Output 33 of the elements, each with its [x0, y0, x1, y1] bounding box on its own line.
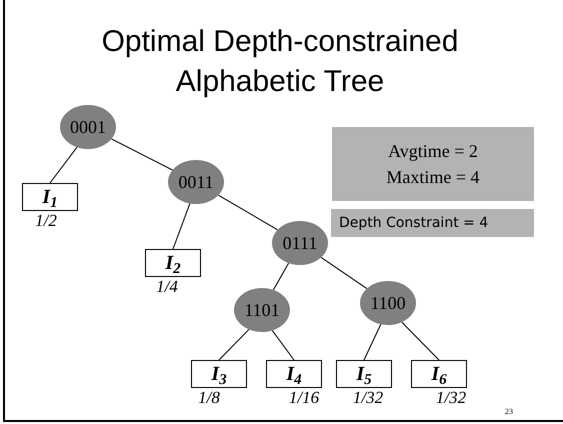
tree-edge: [272, 262, 290, 290]
probability-label: 1/32: [352, 389, 384, 406]
leaf-box: I$_{6}$: [411, 360, 467, 388]
tree-edge: [218, 194, 278, 230]
tree-node-ellipse: 1101: [234, 288, 290, 332]
probability-label: 1/4: [155, 278, 179, 295]
tree-edge: [172, 202, 190, 250]
leaf-box: I$_{1}$: [22, 183, 78, 211]
leaf-box: I$_{5}$: [336, 360, 392, 388]
leaf-box: I$_{3}$: [191, 360, 247, 388]
tree-node-ellipse: 0011: [168, 160, 224, 204]
tree-edge: [50, 146, 78, 184]
tree-edge: [364, 324, 382, 360]
tree-edge: [111, 138, 173, 171]
stats-panel: [332, 127, 534, 201]
tree-edge: [218, 328, 250, 360]
probability-label: 1/8: [197, 389, 221, 406]
slide-title: Optimal Depth-constrained Alphabetic Tree: [100, 24, 460, 100]
probability-label: 1/2: [34, 212, 58, 229]
stat-text: Avgtime = 2: [388, 140, 478, 162]
tree-node-ellipse: 0111: [272, 221, 328, 265]
probability-label: 1/16: [288, 389, 320, 406]
tree-edge: [401, 322, 440, 360]
tree-edge: [320, 256, 368, 290]
probability-label: 1/32: [434, 389, 468, 406]
tree-node-ellipse: 1100: [360, 281, 416, 325]
leaf-box: I$_{2}$: [145, 249, 201, 277]
tree-node-ellipse: 0001: [60, 105, 116, 149]
stat-text: Maxtime = 4: [386, 166, 480, 188]
page-number: 23: [505, 406, 513, 418]
leaf-box: I$_{4}$: [266, 360, 322, 388]
constraint-panel: Depth Constraint = 4: [331, 209, 534, 237]
tree-edge: [272, 330, 294, 360]
